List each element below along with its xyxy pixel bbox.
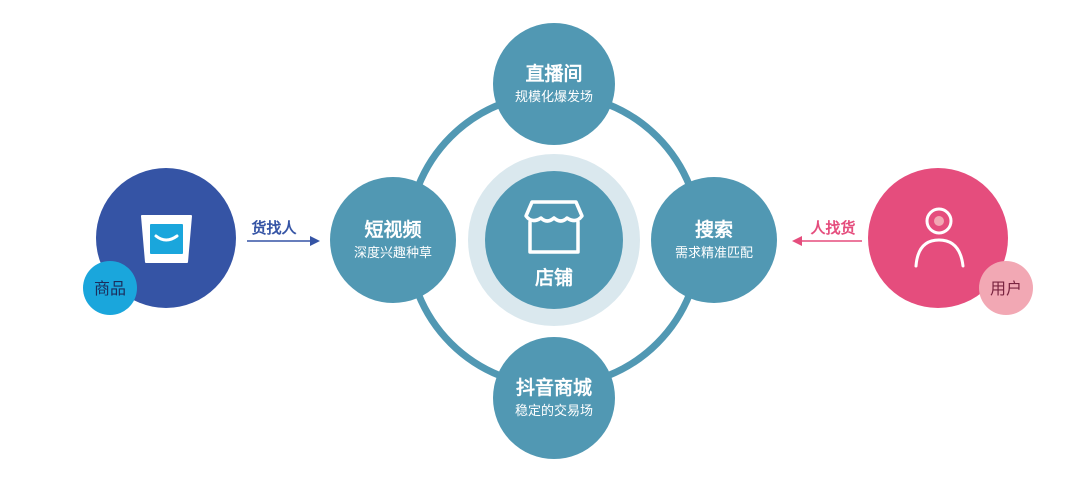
node-livestream-subtitle: 规模化爆发场 (515, 89, 593, 105)
node-mall-title: 抖音商城 (516, 376, 592, 399)
node-short-video-subtitle: 深度兴趣种草 (354, 245, 432, 261)
goods-arrow-label: 货找人 (251, 219, 297, 237)
node-mall (493, 337, 615, 459)
node-livestream-title: 直播间 (525, 62, 582, 85)
user-badge (979, 261, 1033, 315)
node-short-video-title: 短视频 (364, 218, 421, 241)
center-store-circle (485, 171, 623, 309)
center-label: 店铺 (535, 266, 573, 289)
user-circle (868, 168, 1008, 308)
node-short-video (330, 177, 456, 303)
goods-badge (83, 261, 137, 315)
node-mall-subtitle: 稳定的交易场 (515, 403, 593, 419)
node-search (651, 177, 777, 303)
node-livestream (493, 23, 615, 145)
user-badge-label: 用户 (990, 279, 1022, 298)
user-arrow-head (792, 236, 802, 246)
node-search-subtitle: 需求精准匹配 (675, 246, 753, 261)
goods-badge-label: 商品 (94, 279, 126, 298)
user-arrow-label: 人找货 (810, 219, 855, 237)
node-search-title: 搜索 (695, 218, 733, 241)
storefront-icon (524, 200, 584, 254)
person-icon (914, 207, 965, 268)
shopping-bag-icon (141, 215, 192, 263)
goods-arrow-head (310, 236, 320, 246)
